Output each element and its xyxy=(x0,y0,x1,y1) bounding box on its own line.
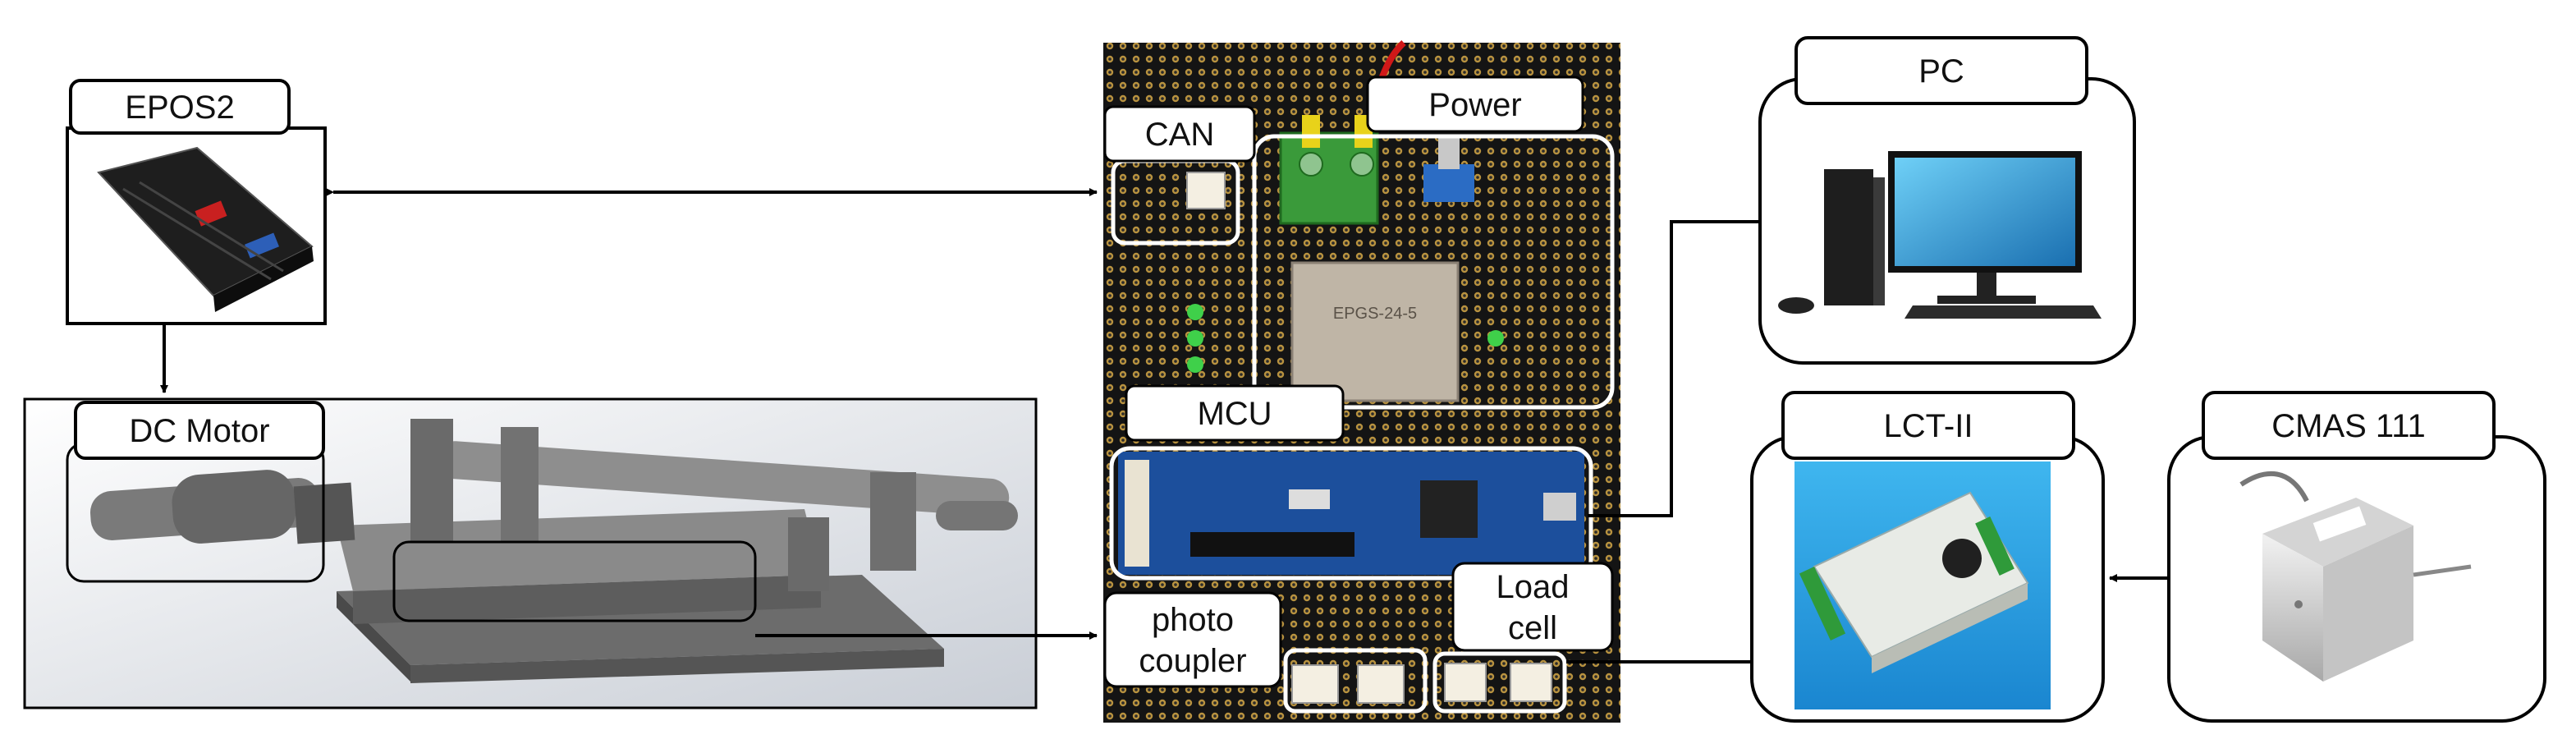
loadcell-label-box xyxy=(1451,562,1614,652)
pc-label-box xyxy=(1794,36,2088,105)
can-label: CAN xyxy=(1145,117,1214,153)
power-label: Power xyxy=(1428,87,1521,123)
mcu-label-box xyxy=(1125,384,1345,442)
epos2-group: EPOS2 xyxy=(66,79,327,325)
photocoupler-label-line1: photo xyxy=(1152,602,1234,638)
cmas-label-box xyxy=(2202,391,2496,460)
pc-label: PC xyxy=(1918,53,1964,90)
lct-device-image xyxy=(1799,491,2029,673)
lct-label: LCT-II xyxy=(1884,408,1973,444)
dcdc-module-text: EPGS-24-5 xyxy=(1333,305,1417,323)
cmas-loadcell-image xyxy=(2239,471,2472,682)
loadcell-label-line2: cell xyxy=(1508,610,1557,646)
dc-motor-label-box xyxy=(74,401,325,460)
epos2-controller-image xyxy=(97,146,314,312)
pc-image xyxy=(1778,151,2102,319)
mcu-pc-link xyxy=(1588,220,1760,517)
lct-label-box xyxy=(1781,391,2075,460)
can-label-box xyxy=(1103,105,1256,163)
can-connector xyxy=(1186,172,1226,209)
loadcell-label-line1: Load xyxy=(1497,569,1570,605)
actuator-cad-image xyxy=(89,419,1018,683)
loadcell-region xyxy=(1432,651,1567,714)
photocoupler-region xyxy=(1283,648,1428,714)
dcdc-module xyxy=(1290,261,1460,402)
mcu-label: MCU xyxy=(1197,396,1272,432)
dc-motor-label: DC Motor xyxy=(129,413,269,449)
lct-group: LCT-II xyxy=(1750,391,2105,723)
photocoupler-label-line2: coupler xyxy=(1139,643,1246,679)
terminal-block xyxy=(1279,131,1379,225)
epos2-label-box xyxy=(69,79,291,135)
connections xyxy=(160,188,2169,663)
dc-motor-group: DC Motor xyxy=(23,397,1038,709)
power-region xyxy=(1252,134,1615,410)
pc-group: PC xyxy=(1758,36,2136,365)
epos2-label: EPOS2 xyxy=(125,90,234,126)
pcb-group: EPGS-24-5 xyxy=(1103,40,1620,723)
power-label-box xyxy=(1366,76,1584,133)
mcu-region xyxy=(1109,446,1593,581)
cmas-label: CMAS 111 xyxy=(2271,408,2425,444)
cmas-group: CMAS 111 xyxy=(2167,391,2546,723)
photocoupler-label-box xyxy=(1103,591,1282,688)
